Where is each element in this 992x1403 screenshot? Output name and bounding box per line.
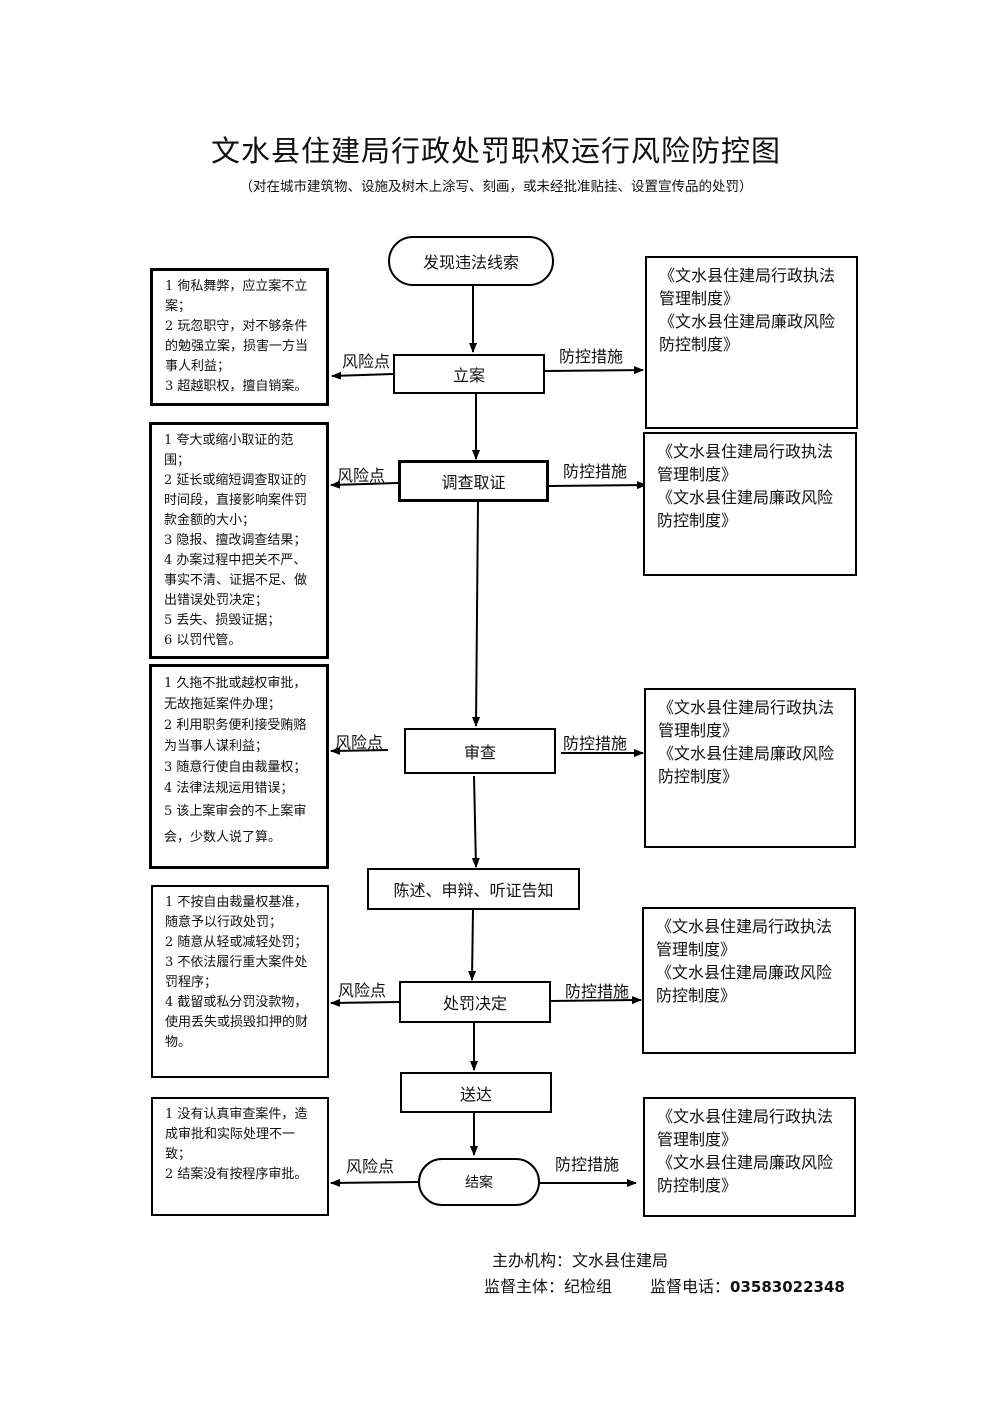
footer-phone: 监督电话：03583022348	[650, 1273, 845, 1297]
risk-item: 6 以罚代管。	[164, 633, 242, 648]
control-item: 《文水县住建局廉政风险防控制度》	[657, 488, 834, 530]
arrow-investigate-to-review	[472, 501, 481, 727]
risk-item: 4 办案过程中把关不严、事实不清、证据不足、做出错误处罚决定；	[164, 553, 308, 608]
control-item: 《文水县住建局行政执法管理制度》	[658, 698, 835, 740]
risk-box-1: 1 徇私舞弊，应立案不立案； 2 玩忽职守，对不够条件的勉强立案，损害一方当事人…	[150, 268, 329, 406]
control-item: 《文水县住建局廉政风险防控制度》	[659, 312, 836, 354]
risk-item: 1 徇私舞弊，应立案不立案；	[165, 279, 308, 314]
control-item: 《文水县住建局廉政风险防控制度》	[656, 963, 833, 1005]
footer-supervisor: 监督主体：纪检组	[484, 1277, 613, 1296]
arrow-notify-to-decide	[468, 909, 477, 981]
risk-box-4: 1 不按自由裁量权基准，随意予以行政处罚； 2 随意从轻或减轻处罚； 3 不依法…	[151, 885, 329, 1078]
risk-item: 3 隐报、擅改调查结果；	[164, 533, 307, 548]
risk-item: 4 截留或私分罚没款物，使用丢失或损毁扣押的财物。	[165, 995, 309, 1050]
arrow-risk-1	[331, 371, 394, 380]
risk-item: 5 该上案审会的不上案审会，少数人说了算。	[164, 804, 307, 845]
flow-node-decide-label: 处罚决定	[442, 994, 507, 1013]
control-item: 《文水县住建局行政执法管理制度》	[657, 1107, 834, 1149]
flow-node-deliver: 送达	[400, 1072, 552, 1113]
risk-item: 1 夸大或缩小取证的范围；	[164, 433, 294, 468]
risk-box-3: 1 久拖不批或越权审批，无故拖延案件办理； 2 利用职务便利接受贿赂为当事人谋利…	[149, 664, 329, 869]
risk-label-1: 风险点	[342, 352, 391, 371]
footer-organizer: 主办机构：文水县住建局	[492, 1251, 669, 1270]
risk-box-5: 1 没有认真审查案件，造成审批和实际处理不一致； 2 结案没有按程序审批。	[151, 1097, 329, 1216]
flow-node-start-label: 发现违法线索	[422, 253, 519, 272]
risk-item: 2 随意从轻或减轻处罚；	[165, 935, 308, 950]
risk-item: 1 不按自由裁量权基准，随意予以行政处罚；	[165, 895, 308, 930]
flow-node-close: 结案	[418, 1158, 540, 1206]
flow-node-start: 发现违法线索	[388, 236, 554, 286]
control-box-3: 《文水县住建局行政执法管理制度》 《文水县住建局廉政风险防控制度》	[644, 688, 856, 848]
control-box-4: 《文水县住建局行政执法管理制度》 《文水县住建局廉政风险防控制度》	[642, 907, 856, 1054]
flow-node-review-label: 审查	[463, 743, 496, 762]
arrow-control-4	[548, 996, 642, 1005]
flow-node-investigate: 调查取证	[398, 460, 549, 502]
flow-node-close-label: 结案	[465, 1175, 493, 1191]
risk-label-2: 风险点	[337, 466, 386, 485]
risk-label-3: 风险点	[335, 733, 384, 752]
risk-item: 2 利用职务便利接受贿赂为当事人谋利益；	[164, 718, 307, 754]
flow-node-file-case: 立案	[393, 354, 545, 394]
risk-item: 3 超越职权，擅自销案。	[165, 379, 308, 394]
control-item: 《文水县住建局行政执法管理制度》	[656, 917, 833, 959]
control-box-2: 《文水县住建局行政执法管理制度》 《文水县住建局廉政风险防控制度》	[643, 432, 857, 576]
arrow-risk-5	[330, 1178, 419, 1187]
control-item: 《文水县住建局廉政风险防控制度》	[657, 1153, 834, 1195]
risk-item: 3 不依法履行重大案件处罚程序；	[165, 955, 308, 990]
risk-item: 1 没有认真审查案件，造成审批和实际处理不一致；	[165, 1107, 308, 1162]
footer-phone-label: 监督电话：	[650, 1277, 731, 1296]
control-item: 《文水县住建局廉政风险防控制度》	[658, 744, 835, 786]
flow-node-notify: 陈述、申辩、听证告知	[367, 868, 580, 910]
arrow-review-to-notify	[471, 775, 480, 868]
flow-node-deliver-label: 送达	[459, 1084, 492, 1104]
arrow-risk-2	[330, 480, 399, 489]
arrow-control-2	[548, 481, 647, 490]
control-box-1: 《文水县住建局行政执法管理制度》 《文水县住建局廉政风险防控制度》	[645, 256, 858, 429]
risk-label-5: 风险点	[346, 1157, 395, 1176]
page-title: 文水县住建局行政处罚职权运行风险防控图	[210, 134, 781, 168]
control-box-5: 《文水县住建局行政执法管理制度》 《文水县住建局廉政风险防控制度》	[643, 1097, 856, 1217]
risk-box-2: 1 夸大或缩小取证的范围； 2 延长或缩短调查取证的时间段，直接影响案件罚款金额…	[149, 422, 329, 659]
control-label-3: 防控措施	[563, 734, 628, 753]
control-label-5: 防控措施	[555, 1155, 620, 1174]
risk-item: 2 玩忽职守，对不够条件的勉强立案，损害一方当事人利益；	[165, 319, 309, 374]
risk-item: 4 法律法规运用错误；	[164, 781, 294, 796]
flow-node-notify-label: 陈述、申辩、听证告知	[393, 881, 554, 900]
control-label-1: 防控措施	[559, 347, 624, 366]
flow-node-review: 审查	[404, 728, 556, 774]
flow-node-investigate-label: 调查取证	[441, 473, 506, 492]
control-item: 《文水县住建局行政执法管理制度》	[657, 442, 834, 484]
control-label-2: 防控措施	[563, 462, 628, 481]
control-label-4: 防控措施	[565, 982, 630, 1001]
arrow-risk-3	[330, 746, 389, 755]
risk-item: 2 结案没有按程序审批。	[165, 1167, 308, 1182]
flow-node-file-case-label: 立案	[452, 366, 485, 385]
arrow-risk-4	[330, 998, 400, 1007]
risk-label-4: 风险点	[338, 981, 387, 1000]
risk-item: 5 丢失、损毁证据；	[164, 613, 281, 628]
control-item: 《文水县住建局行政执法管理制度》	[659, 266, 836, 308]
page-subtitle: （对在城市建筑物、设施及树木上涂写、刻画，或未经批准贴挂、设置宣传品的处罚）	[239, 179, 753, 195]
flow-node-decide: 处罚决定	[399, 981, 551, 1023]
risk-item: 3 随意行使自由裁量权；	[164, 760, 307, 775]
risk-item: 1 久拖不批或越权审批，无故拖延案件办理；	[164, 676, 307, 712]
footer-phone-number: 03583022348	[730, 1278, 845, 1296]
arrow-control-1	[544, 366, 644, 375]
risk-item: 2 延长或缩短调查取证的时间段，直接影响案件罚款金额的大小；	[164, 473, 308, 528]
